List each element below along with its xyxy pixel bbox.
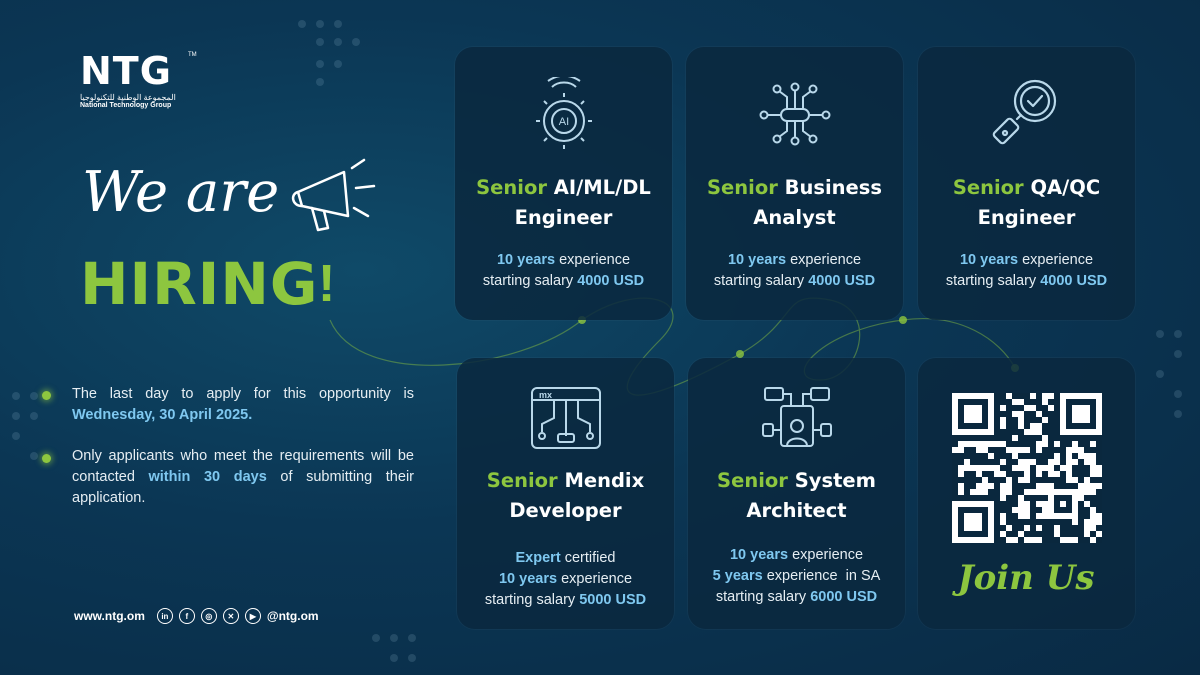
card-title-senior: Senior bbox=[952, 176, 1024, 199]
card-title: Senior System Architect bbox=[688, 466, 905, 526]
salary-label: starting salary bbox=[713, 273, 805, 289]
card-title-senior: Senior bbox=[717, 469, 788, 492]
card-title-role: QA/QC bbox=[1030, 176, 1101, 199]
card-title-senior: Senior bbox=[706, 176, 778, 199]
salary-label: starting salary bbox=[945, 273, 1037, 289]
sa-experience-label: experience in SA bbox=[766, 568, 881, 584]
headline-exclamation: ! bbox=[318, 255, 336, 313]
bullet-dot bbox=[42, 391, 51, 400]
headline-hiring: HIRING bbox=[80, 250, 319, 318]
ntg-logo: NTG TM المجموعة الوطنية للتكنولوجيا Nati… bbox=[80, 52, 200, 109]
linkedin-icon[interactable]: in bbox=[156, 608, 173, 624]
megaphone-icon bbox=[291, 158, 376, 232]
experience-years: 10 years bbox=[727, 252, 787, 268]
logo-trademark: TM bbox=[188, 52, 197, 58]
qr-code[interactable] bbox=[952, 393, 1102, 543]
experience-years: 10 years bbox=[729, 547, 789, 563]
card-title-line2: Engineer bbox=[977, 206, 1076, 229]
deadline-prefix: The last day to apply for this opportuni… bbox=[72, 386, 414, 402]
card-title: Senior AI/ML/DL Engineer bbox=[455, 173, 672, 233]
salary-label: starting salary bbox=[715, 589, 807, 605]
salary-label: starting salary bbox=[482, 273, 574, 289]
system-architecture-icon bbox=[762, 387, 832, 447]
card-title: Senior Mendix Developer bbox=[457, 466, 674, 526]
card-title-line2: Architect bbox=[746, 499, 847, 522]
card-title-line2: Engineer bbox=[514, 206, 613, 229]
card-title-role: Business bbox=[784, 176, 882, 199]
social-handle[interactable]: @ntg.om bbox=[266, 609, 319, 623]
experience-years: 10 years bbox=[496, 252, 556, 268]
contact-text: Only applicants who meet the requirement… bbox=[72, 446, 414, 509]
svg-text:mx: mx bbox=[539, 390, 552, 400]
headline-we-are: We are bbox=[82, 160, 280, 225]
contact-suffix: of submitting their application. bbox=[72, 469, 414, 506]
experience-label: experience bbox=[790, 252, 862, 268]
certification-level: Expert bbox=[515, 550, 561, 566]
mendix-window-icon: mx bbox=[531, 387, 601, 449]
x-icon[interactable]: ✕ bbox=[222, 608, 239, 624]
salary-amount: 4000 USD bbox=[577, 273, 645, 289]
network-nodes-icon bbox=[759, 82, 831, 146]
ai-gear-icon: AI bbox=[536, 77, 592, 149]
website-link[interactable]: www.ntg.om bbox=[74, 609, 145, 623]
job-card-qa-engineer[interactable]: Senior QA/QC Engineer 10 years experienc… bbox=[918, 47, 1135, 320]
card-title-senior: Senior bbox=[486, 469, 558, 492]
sa-experience-years: 5 years bbox=[712, 568, 763, 584]
card-title-line2: Analyst bbox=[753, 206, 836, 229]
contact-prefix: Only applicants who meet the requirement… bbox=[72, 448, 414, 485]
salary-amount: 6000 USD bbox=[810, 589, 878, 605]
footer: www.ntg.om in f ◎ ✕ ▶ @ntg.om bbox=[74, 608, 319, 624]
card-details: 10 years experience 5 years experience i… bbox=[688, 545, 905, 608]
card-details: 10 years experience starting salary 4000… bbox=[455, 250, 672, 292]
bullet-dot bbox=[42, 454, 51, 463]
card-title-line2: Developer bbox=[509, 499, 622, 522]
salary-amount: 4000 USD bbox=[808, 273, 876, 289]
join-us-label[interactable]: Join Us bbox=[957, 558, 1095, 598]
facebook-icon[interactable]: f bbox=[178, 608, 195, 624]
card-title-role: Mendix bbox=[564, 469, 645, 492]
job-card-ai-engineer[interactable]: AI Senior AI/ML/DL Engineer 10 years exp… bbox=[455, 47, 672, 320]
certification-label: certified bbox=[564, 550, 616, 566]
job-card-system-architect[interactable]: Senior System Architect 10 years experie… bbox=[688, 358, 905, 629]
job-card-mendix-developer[interactable]: mx Senior Mendix Developer Expert certif… bbox=[457, 358, 674, 629]
instagram-icon[interactable]: ◎ bbox=[200, 608, 217, 624]
card-title-role: System bbox=[794, 469, 876, 492]
card-details: 10 years experience starting salary 4000… bbox=[918, 250, 1135, 292]
salary-amount: 5000 USD bbox=[579, 592, 647, 608]
experience-years: 10 years bbox=[498, 571, 558, 587]
svg-text:AI: AI bbox=[559, 116, 569, 128]
logo-arabic-name: المجموعة الوطنية للتكنولوجيا bbox=[80, 93, 176, 102]
card-details: 10 years experience starting salary 4000… bbox=[686, 250, 903, 292]
youtube-icon[interactable]: ▶ bbox=[244, 608, 261, 624]
deadline-date: Wednesday, 30 April 2025. bbox=[72, 407, 253, 423]
card-title: Senior Business Analyst bbox=[686, 173, 903, 233]
logo-wordmark: NTG bbox=[80, 49, 172, 93]
magnifier-check-icon bbox=[992, 79, 1057, 145]
logo-english-name: National Technology Group bbox=[80, 102, 172, 109]
card-details: Expert certified 10 years experience sta… bbox=[457, 548, 674, 611]
card-title-senior: Senior bbox=[476, 176, 547, 199]
card-title: Senior QA/QC Engineer bbox=[918, 173, 1135, 233]
card-title-role: AI/ML/DL bbox=[553, 176, 651, 199]
experience-label: experience bbox=[792, 547, 864, 563]
contact-period: within 30 days bbox=[148, 469, 267, 485]
experience-label: experience bbox=[561, 571, 633, 587]
experience-years: 10 years bbox=[959, 252, 1019, 268]
experience-label: experience bbox=[1022, 252, 1094, 268]
deadline-text: The last day to apply for this opportuni… bbox=[72, 384, 414, 426]
salary-label: starting salary bbox=[484, 592, 576, 608]
experience-label: experience bbox=[559, 252, 631, 268]
job-card-business-analyst[interactable]: Senior Business Analyst 10 years experie… bbox=[686, 47, 903, 320]
salary-amount: 4000 USD bbox=[1040, 273, 1108, 289]
